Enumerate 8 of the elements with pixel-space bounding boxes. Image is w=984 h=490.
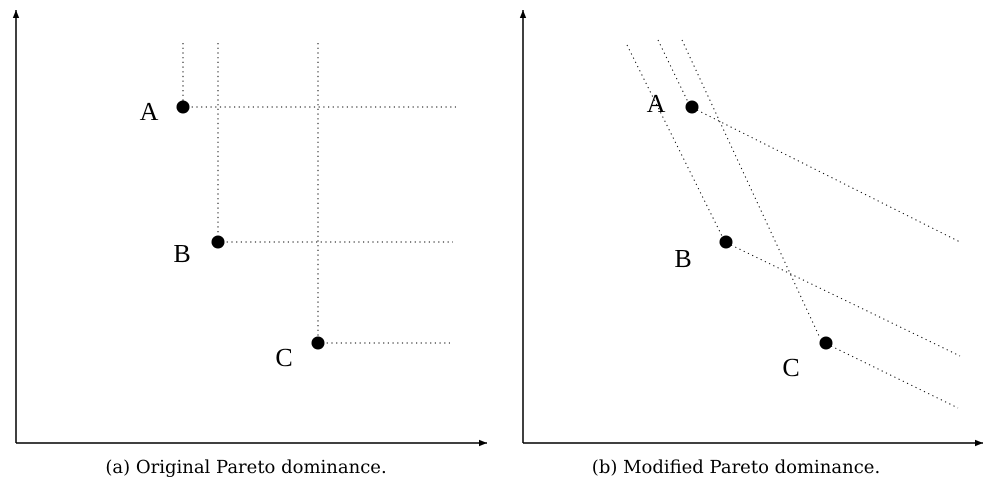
point-label: A [646,91,666,117]
point-label: C [782,355,800,381]
point-label: B [173,241,191,267]
point-label: C [275,345,293,371]
point-label: A [140,99,158,125]
subfigure-caption: (a) Original Pareto dominance. [105,459,387,477]
point-label: B [674,246,692,272]
subfigure-caption: (b) Modified Pareto dominance. [592,459,880,477]
